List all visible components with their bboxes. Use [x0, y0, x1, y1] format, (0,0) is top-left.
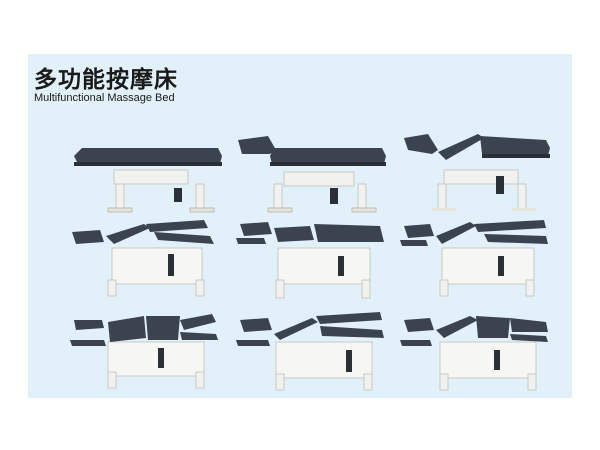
bed-image-multi-section-b: [234, 310, 394, 394]
product-title-english: Multifunctional Massage Bed: [34, 92, 175, 104]
bed-image-back-raised: [398, 128, 558, 212]
bed-image-split-arms-tilted: [68, 218, 228, 302]
bed-image-split-arms-flat: [234, 220, 394, 304]
bed-image-multi-section-a: [68, 308, 228, 392]
product-title-chinese: 多功能按摩床: [34, 67, 178, 93]
bed-image-multi-section-c: [398, 310, 558, 394]
bed-image-flat: [68, 134, 228, 218]
bed-image-split-arms-back-up: [398, 218, 558, 302]
bed-image-head-raised: [234, 132, 394, 216]
product-banner: 多功能按摩床 Multifunctional Massage Bed: [28, 54, 572, 398]
